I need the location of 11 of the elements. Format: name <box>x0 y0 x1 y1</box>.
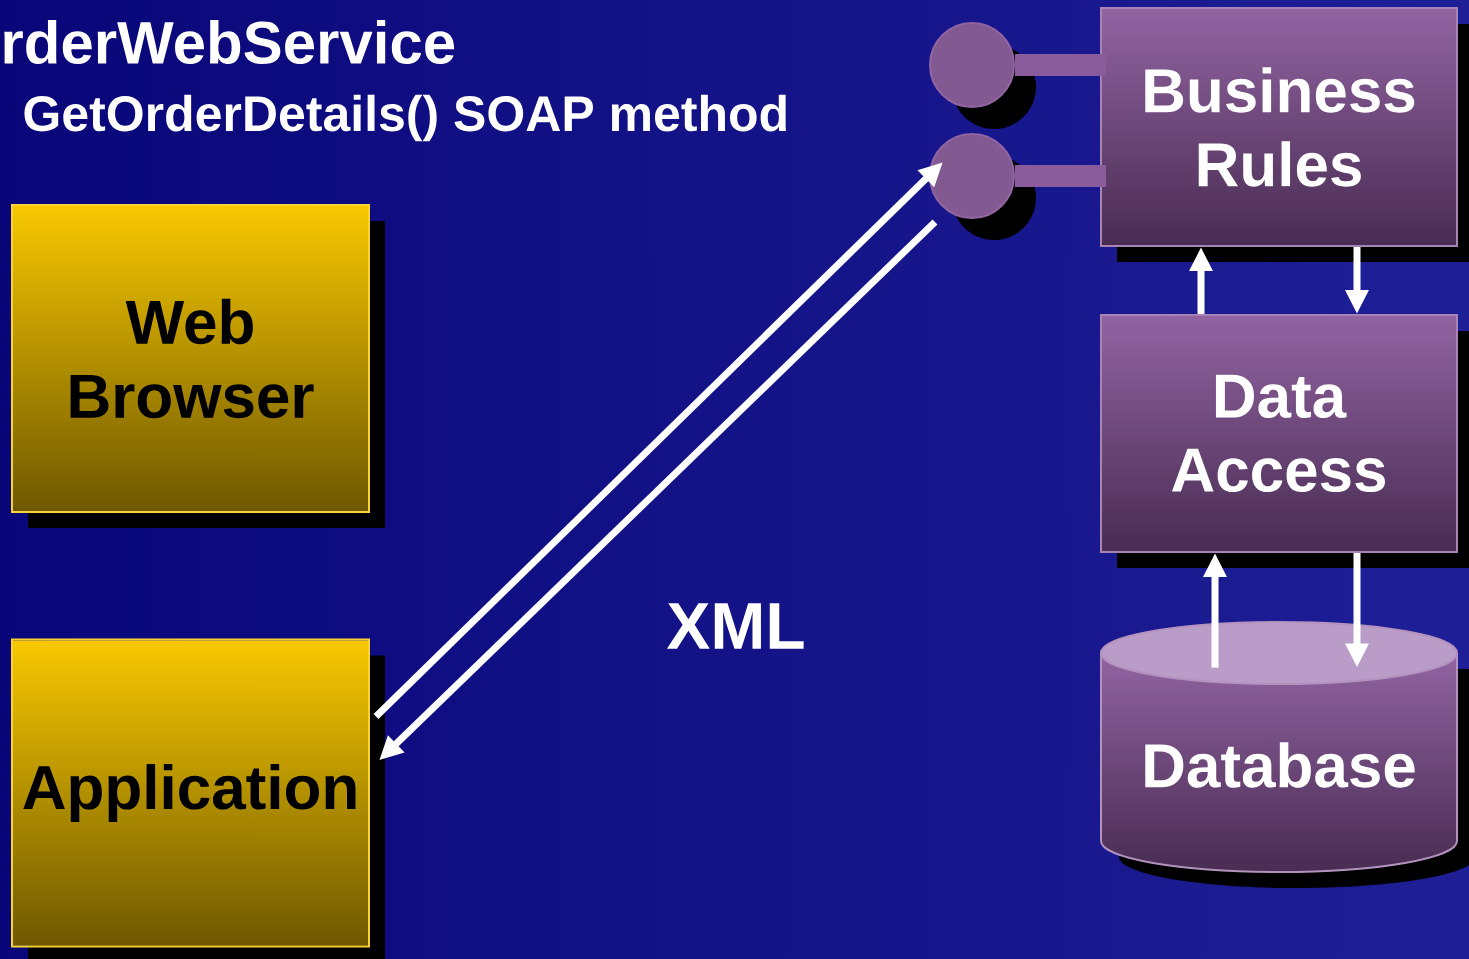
database-cylinder: Database <box>1100 621 1469 888</box>
protocol-label: XML <box>666 603 804 649</box>
connector-stick <box>1015 54 1106 76</box>
subtitle: GetOrderDetails() SOAP method <box>24 94 786 142</box>
application-box: Application <box>11 638 385 959</box>
title: rderWebService <box>4 19 455 65</box>
connector-circle <box>929 22 1036 129</box>
browser-box: Web Browser <box>11 204 385 528</box>
business-rules-box: Business Rules <box>1100 7 1469 262</box>
connector-circle <box>929 133 1036 240</box>
data-access-box: Data Access <box>1100 314 1469 568</box>
